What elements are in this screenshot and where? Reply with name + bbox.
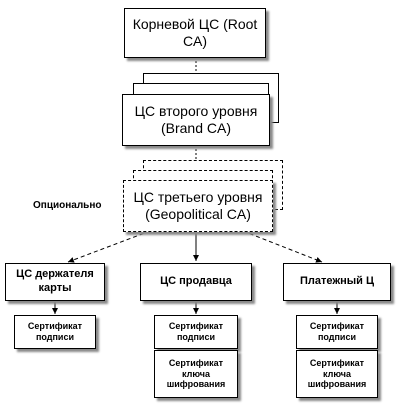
merchant-encryption-cert: Сертификат ключа шифрования [154, 350, 238, 398]
cardholder-signature-cert: Сертификат подписи [14, 315, 96, 349]
cardholder-ca-box: ЦС держателя карты [5, 263, 105, 301]
payment-ca-box: Платежный Ц [283, 263, 391, 301]
cardholder-signature-cert-label: Сертификат подписи [27, 321, 83, 342]
cardholder-ca-label: ЦС держателя карты [16, 268, 94, 294]
payment-signature-cert-label: Сертификат подписи [309, 321, 365, 342]
brand-ca-label: ЦС второго уровня (Brand CA) [134, 102, 258, 137]
geo-ca-box: ЦС третьего уровня (Geopolitical CA) [123, 180, 273, 232]
merchant-encryption-cert-label: Сертификат ключа шифрования [166, 357, 226, 390]
arrow-geo-to-cardholder [67, 230, 151, 263]
brand-ca-box: ЦС второго уровня (Brand CA) [122, 94, 270, 146]
payment-encryption-cert-label: Сертификат ключа шифрования [307, 357, 367, 390]
root-ca-label: Корневой ЦС (Root CA) [132, 15, 258, 50]
root-ca-box: Корневой ЦС (Root CA) [124, 8, 266, 58]
merchant-ca-box: ЦС продавца [140, 263, 252, 301]
merchant-signature-cert-label: Сертификат подписи [168, 321, 224, 342]
optional-label: Опционально [33, 200, 102, 211]
geo-ca-label: ЦС третьего уровня (Geopolitical CA) [133, 188, 263, 223]
payment-signature-cert: Сертификат подписи [296, 315, 378, 349]
payment-ca-label: Платежный Ц [299, 275, 375, 288]
arrow-geo-to-payment [242, 230, 323, 263]
merchant-signature-cert: Сертификат подписи [154, 315, 238, 349]
payment-encryption-cert: Сертификат ключа шифрования [296, 350, 378, 398]
merchant-ca-label: ЦС продавца [160, 275, 232, 288]
